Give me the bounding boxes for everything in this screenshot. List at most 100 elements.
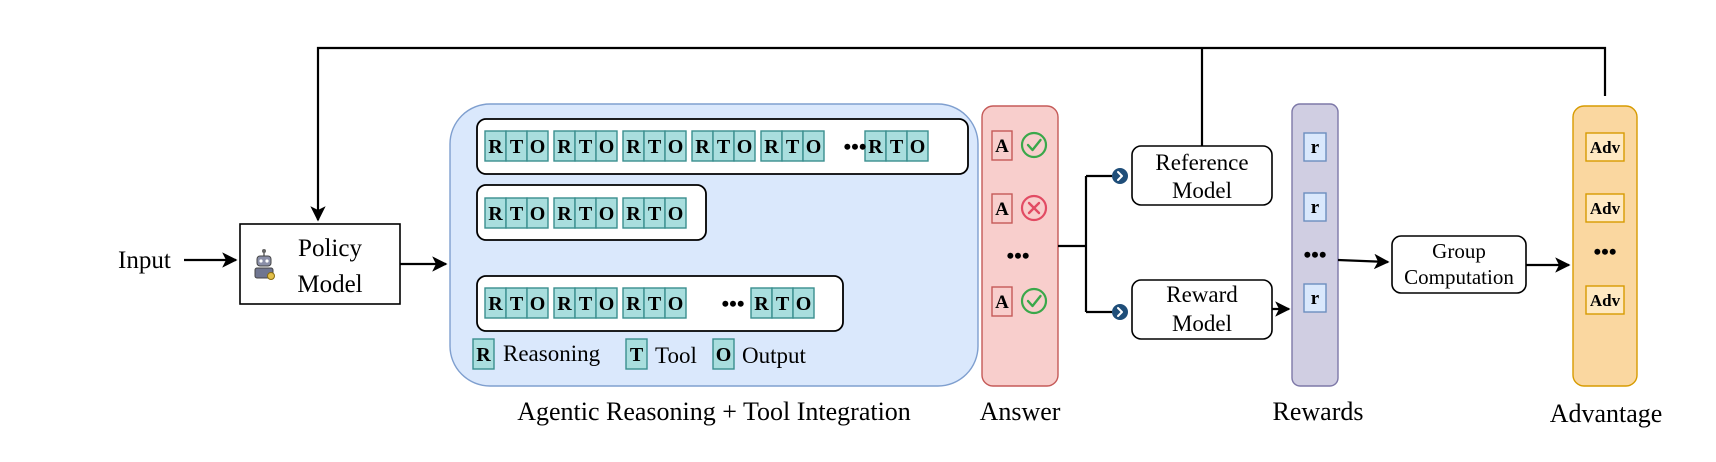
row1-token-box <box>526 130 549 162</box>
answer-token-box <box>991 286 1013 317</box>
reference-model: Reference Model <box>1131 145 1273 206</box>
legend-reasoning-label: Reasoning <box>503 341 601 366</box>
row1-token: O <box>806 136 822 158</box>
row3-token: T <box>510 293 524 315</box>
row1-token: T <box>717 136 731 158</box>
row1-token-box <box>733 130 756 162</box>
rewards-column-box <box>1291 103 1339 387</box>
answer-column: A A A ••• <box>981 105 1059 387</box>
row3-token: O <box>668 293 684 315</box>
group-computation: Group Computation <box>1391 235 1527 294</box>
robot-icon <box>254 249 275 280</box>
group-computation-line1: Group <box>1432 239 1486 263</box>
advantage-token: Adv <box>1590 199 1621 218</box>
answer-token: A <box>995 136 1009 157</box>
row1-token: O <box>668 136 684 158</box>
policy-model-line1: Policy <box>298 235 362 262</box>
answer-token-box <box>991 130 1013 161</box>
answer-fork <box>1058 168 1128 320</box>
row1-token: O <box>599 136 615 158</box>
answer-token: A <box>995 292 1009 313</box>
row3-token-box <box>595 287 618 319</box>
legend-o-token-box <box>712 338 735 370</box>
answer-ellipsis: ••• <box>1006 243 1029 268</box>
answer-caption: Answer <box>980 397 1061 426</box>
legend-output-label: Output <box>742 343 807 368</box>
row1-token: T <box>648 136 662 158</box>
trajectory-1-ellipsis: ••• <box>843 134 866 159</box>
advantage-token: Adv <box>1590 138 1621 157</box>
reward-token-box <box>1303 283 1327 313</box>
feedback-loop <box>310 46 1607 222</box>
row1-token: R <box>626 136 641 158</box>
answer-token: A <box>995 199 1009 220</box>
row2-token: O <box>668 203 684 225</box>
row1-token: T <box>510 136 524 158</box>
connector-icon-reward <box>1112 304 1128 320</box>
advantage-ellipsis: ••• <box>1593 239 1616 264</box>
row1-token-box <box>664 130 687 162</box>
reward-items: rrr <box>1303 132 1327 313</box>
trajectory-3-ellipsis: ••• <box>721 291 744 316</box>
group-computation-line2: Computation <box>1404 265 1514 289</box>
reference-model-line1: Reference <box>1155 150 1248 175</box>
row3-token-box <box>664 287 687 319</box>
row1-token-box <box>595 130 618 162</box>
row3-token: O <box>599 293 615 315</box>
advantage-token: Adv <box>1590 291 1621 310</box>
row1-token: O <box>737 136 753 158</box>
row1-token: O <box>530 136 546 158</box>
policy-model-line2: Model <box>297 271 362 298</box>
row1-token: R <box>868 136 883 158</box>
check-icon <box>1020 131 1048 159</box>
rewards-caption: Rewards <box>1273 397 1364 426</box>
rewards-ellipsis: ••• <box>1303 242 1326 267</box>
row2-token: T <box>510 203 524 225</box>
legend-r-token-box <box>472 338 495 370</box>
rewards-column: rrr ••• <box>1291 103 1339 387</box>
reward-token-box <box>1303 192 1327 222</box>
reward-token: r <box>1311 197 1320 218</box>
row3-token: R <box>488 293 503 315</box>
legend-o-token: O <box>716 344 732 366</box>
rewards-arrow <box>1337 253 1390 270</box>
advantage-token-box <box>1585 193 1625 223</box>
row2-token-box <box>526 197 549 229</box>
legend-t-token: T <box>630 344 644 366</box>
row1-token-box <box>802 130 825 162</box>
row2-token: T <box>579 203 593 225</box>
advantage-token-box <box>1585 132 1625 162</box>
row1-token: T <box>786 136 800 158</box>
reward-model-line2: Model <box>1172 311 1232 336</box>
answer-token-box <box>991 193 1013 224</box>
row3-token: T <box>648 293 662 315</box>
advantage-caption: Advantage <box>1550 399 1663 428</box>
check-icon <box>1020 287 1048 315</box>
reference-model-line2: Model <box>1172 178 1232 203</box>
row2-token: R <box>626 203 641 225</box>
reward-model-line1: Reward <box>1166 282 1238 307</box>
row3-token: R <box>557 293 572 315</box>
row2-token: R <box>488 203 503 225</box>
row2-token: T <box>648 203 662 225</box>
row1-token-box <box>906 130 929 162</box>
row1-token: R <box>695 136 710 158</box>
legend-tool-label: Tool <box>655 343 697 368</box>
advantage-column-box <box>1572 105 1638 387</box>
connector-icon-reference <box>1112 168 1128 184</box>
row3-token-box <box>792 287 815 319</box>
row1-token: T <box>890 136 904 158</box>
row2-token: O <box>530 203 546 225</box>
row3-token: O <box>796 293 812 315</box>
advantage-token-box <box>1585 285 1625 315</box>
reward-token: r <box>1311 288 1320 309</box>
row1-token: T <box>579 136 593 158</box>
row3-token: O <box>530 293 546 315</box>
token-legend: R Reasoning T Tool O Output <box>472 338 807 370</box>
